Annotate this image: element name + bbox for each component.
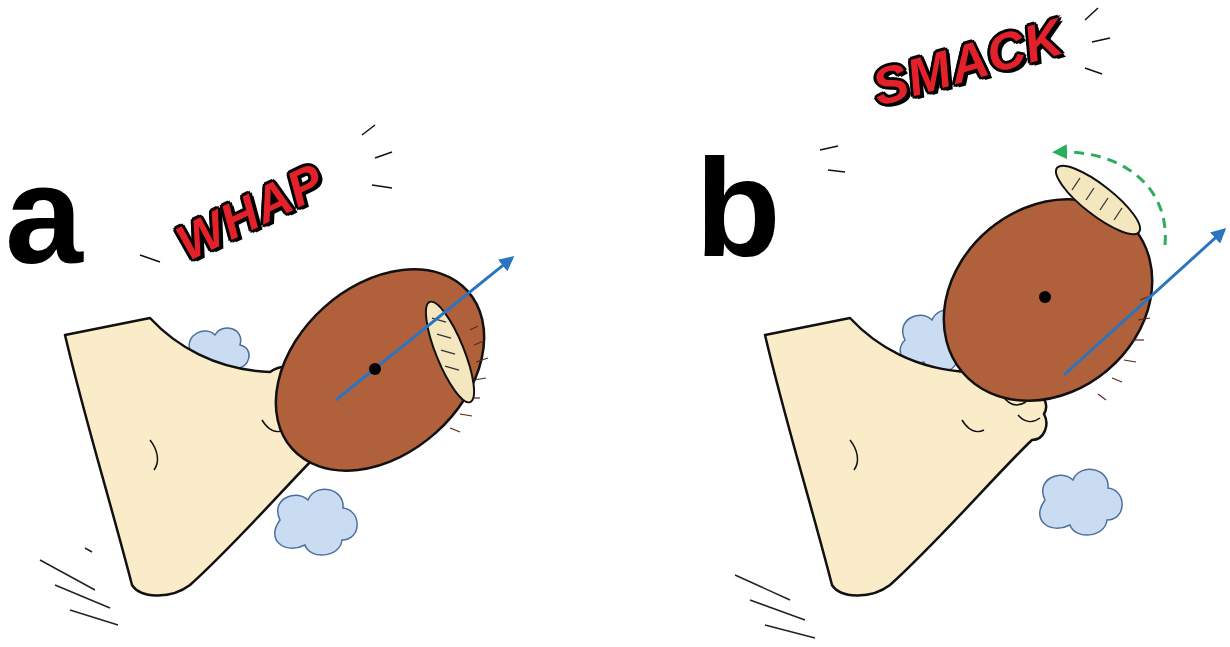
velocity-arrow [1064,230,1224,375]
speed-lines [735,575,815,638]
sound-effect: WHAP [169,155,332,269]
center-of-mass-dot [369,363,381,375]
sound-effect: SMACK [867,10,1069,114]
velocity-arrow [336,258,512,400]
panel-letter: b [695,138,781,278]
impact-ticks [820,8,1110,172]
rotation-arrow [1058,152,1165,245]
football [236,229,524,512]
panel-letter: a [5,145,83,285]
speed-lines [40,548,118,625]
center-of-mass-dot [1039,291,1051,303]
